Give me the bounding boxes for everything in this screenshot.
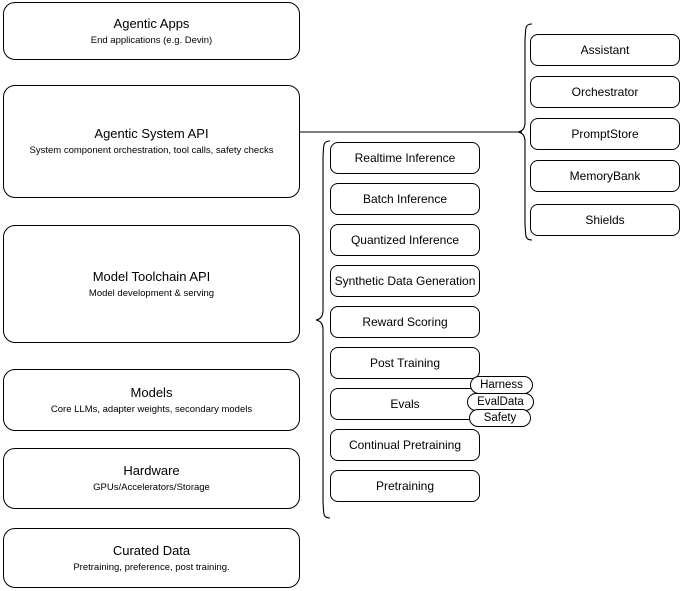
layer-box-curated-data[interactable]: Curated Data Pretraining, preference, po…: [3, 528, 300, 588]
toolchain-chip-reward-scoring[interactable]: Reward Scoring: [330, 306, 480, 338]
pill-label: Safety: [483, 411, 517, 424]
layer-box-hardware[interactable]: Hardware GPUs/Accelerators/Storage: [3, 448, 300, 509]
toolchain-chip-realtime-inference[interactable]: Realtime Inference: [330, 142, 480, 174]
chip-label: Pretraining: [375, 479, 435, 493]
chip-label: Synthetic Data Generation: [334, 274, 476, 288]
chip-label: PromptStore: [571, 127, 639, 141]
brace-toolchain-components: [315, 140, 331, 519]
chip-label: Reward Scoring: [362, 315, 448, 329]
toolchain-chip-evals[interactable]: Evals: [330, 388, 480, 420]
chip-label: Realtime Inference: [354, 151, 456, 165]
chip-label: Shields: [585, 213, 625, 227]
layer-title: Agentic Apps: [113, 15, 190, 31]
chip-label: Evals: [390, 397, 420, 411]
agentic-chip-orchestrator[interactable]: Orchestrator: [530, 76, 680, 108]
layer-subtitle: GPUs/Accelerators/Storage: [93, 482, 210, 493]
toolchain-chip-pretraining[interactable]: Pretraining: [330, 470, 480, 502]
chip-label: Batch Inference: [362, 192, 448, 206]
toolchain-chip-continual-pretraining[interactable]: Continual Pretraining: [330, 429, 480, 461]
agentic-chip-promptstore[interactable]: PromptStore: [530, 118, 680, 150]
toolchain-chip-batch-inference[interactable]: Batch Inference: [330, 183, 480, 215]
layer-subtitle: End applications (e.g. Devin): [90, 34, 213, 46]
pill-label: Harness: [480, 378, 523, 391]
chip-label: Post Training: [369, 356, 441, 370]
layer-subtitle: Pretraining, preference, post training.: [73, 561, 230, 573]
layer-title: Hardware: [123, 463, 180, 478]
chip-label: Assistant: [580, 43, 630, 57]
agentic-chip-assistant[interactable]: Assistant: [530, 34, 680, 66]
layer-box-agentic-system-api[interactable]: Agentic System API System component orch…: [3, 85, 300, 198]
layer-title: Agentic System API: [94, 126, 209, 141]
agentic-chip-shields[interactable]: Shields: [530, 204, 680, 236]
evals-pill-harness[interactable]: Harness: [470, 376, 533, 394]
chip-label: MemoryBank: [569, 169, 641, 183]
layer-box-model-toolchain-api[interactable]: Model Toolchain API Model development & …: [3, 225, 300, 343]
chip-label: Orchestrator: [571, 85, 639, 99]
layer-title: Model Toolchain API: [92, 268, 211, 284]
chip-label: Continual Pretraining: [348, 438, 462, 452]
layer-box-agentic-apps[interactable]: Agentic Apps End applications (e.g. Devi…: [3, 2, 300, 60]
pill-label: EvalData: [477, 395, 524, 408]
agentic-chip-memorybank[interactable]: MemoryBank: [530, 160, 680, 192]
layer-subtitle: Model development & serving: [88, 287, 215, 299]
toolchain-chip-post-training[interactable]: Post Training: [330, 347, 480, 379]
layer-subtitle: System component orchestration, tool cal…: [29, 145, 274, 156]
evals-pill-safety[interactable]: Safety: [469, 409, 531, 427]
toolchain-chip-synthetic-data-generation[interactable]: Synthetic Data Generation: [330, 265, 480, 297]
toolchain-chip-quantized-inference[interactable]: Quantized Inference: [330, 224, 480, 256]
layer-title: Curated Data: [112, 542, 191, 558]
layer-subtitle: Core LLMs, adapter weights, secondary mo…: [50, 403, 253, 415]
chip-label: Quantized Inference: [350, 233, 460, 247]
layer-title: Models: [130, 384, 173, 400]
layer-box-models[interactable]: Models Core LLMs, adapter weights, secon…: [3, 369, 300, 431]
